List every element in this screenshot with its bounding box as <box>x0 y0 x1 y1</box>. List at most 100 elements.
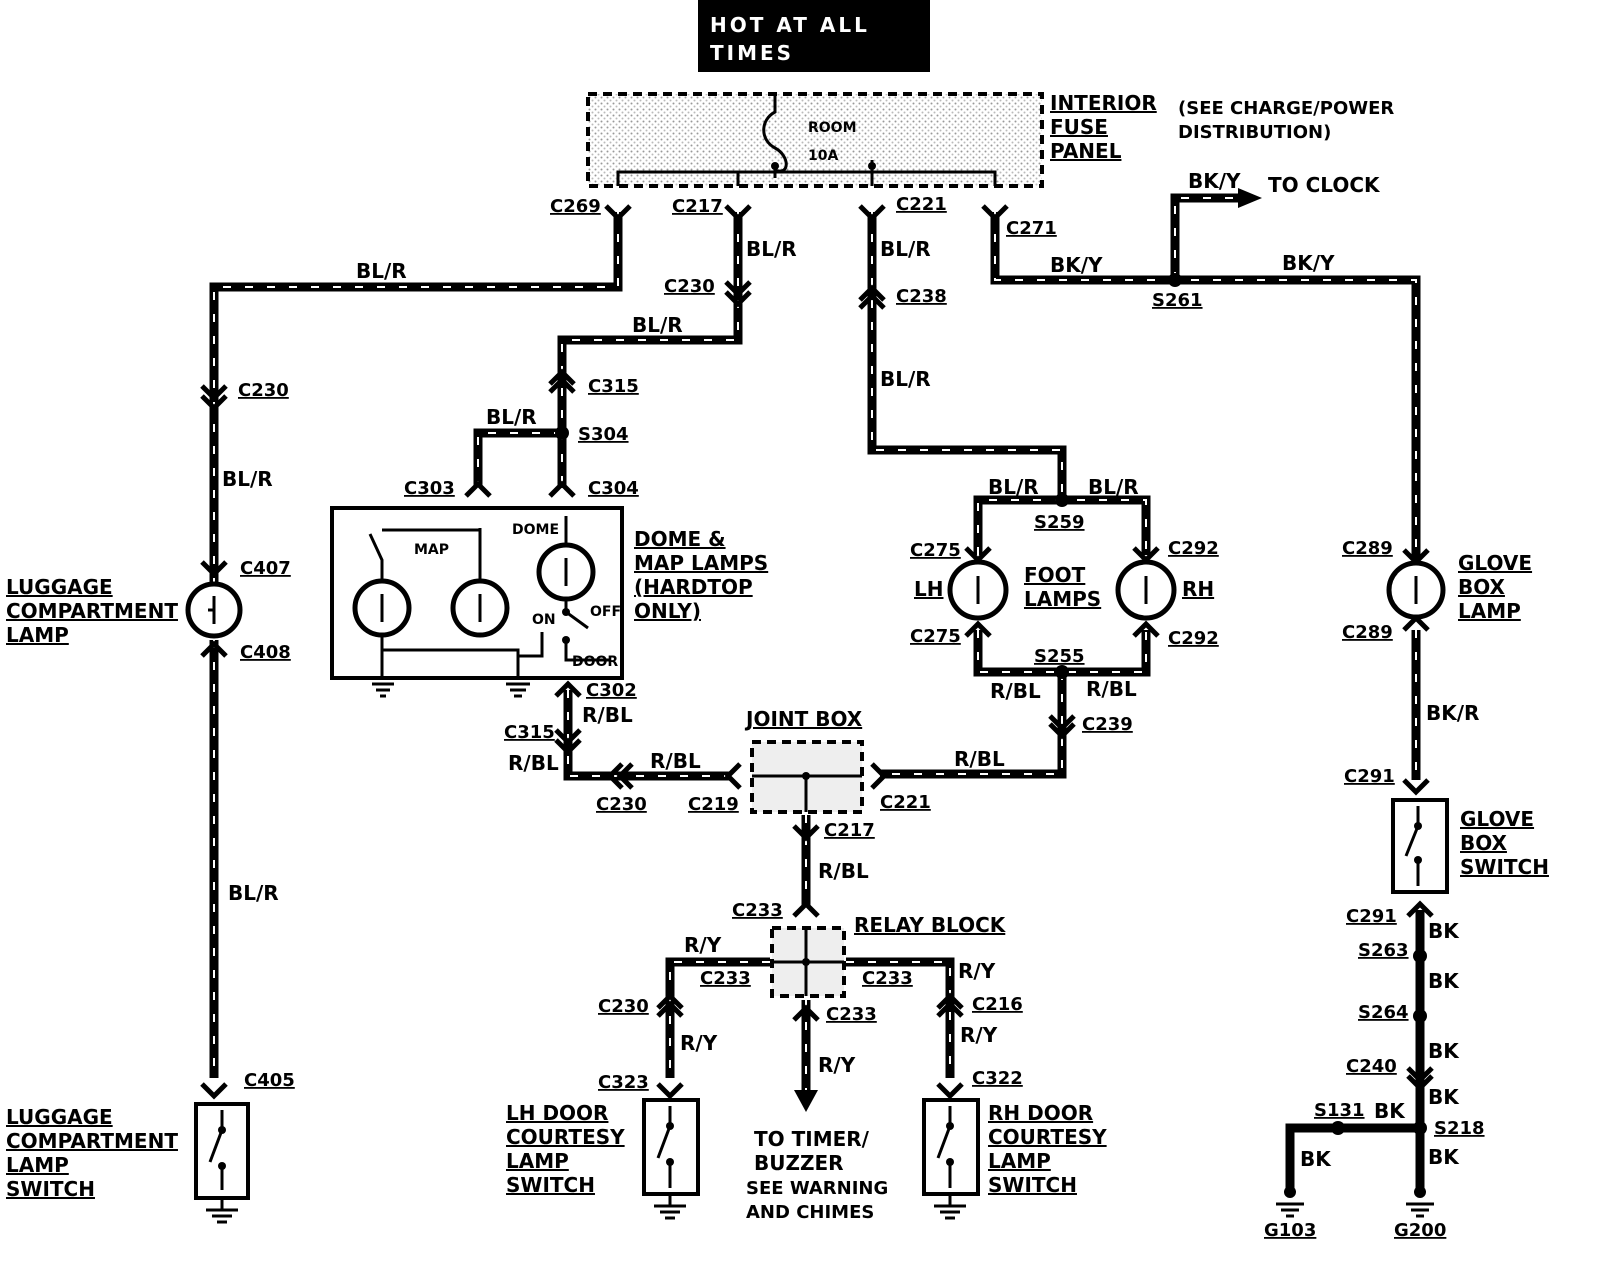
diagram-label: BK <box>1428 1039 1460 1063</box>
diagram-label: S218 <box>1434 1118 1485 1139</box>
diagram-label: BK <box>1428 1145 1460 1169</box>
diagram-label: BK/Y <box>1282 251 1335 275</box>
diagram-label: BL/R <box>632 313 683 337</box>
diagram-label: LUGGAGE <box>6 1105 113 1129</box>
diagram-label: LAMP <box>1458 599 1521 623</box>
timer-buzzer-note: TO TIMER/ BUZZER SEE WARNING AND CHIMES <box>746 1127 888 1223</box>
diagram-label: R/BL <box>1086 677 1137 701</box>
diagram-label: R/BL <box>650 749 701 773</box>
diagram-label: C322 <box>972 1068 1023 1089</box>
ground-symbols <box>1276 1186 1434 1218</box>
diagram-label: C240 <box>1346 1056 1397 1077</box>
diagram-label: LH DOOR <box>506 1101 608 1125</box>
diagram-label: R/BL <box>582 703 633 727</box>
diagram-label: BL/R <box>222 467 273 491</box>
diagram-label: COURTESY <box>988 1125 1107 1149</box>
diagram-label: S259 <box>1034 512 1085 533</box>
diagram-label: C230 <box>596 794 647 815</box>
splice-points <box>555 273 1427 1135</box>
connector-labels: C269 C217 C221 C271 C230 C238 S261 C315 … <box>238 194 1485 1241</box>
diagram-label: S264 <box>1358 1002 1409 1023</box>
diagram-label: S263 <box>1358 940 1409 961</box>
diagram-label: R/BL <box>818 859 869 883</box>
diagram-label: R/Y <box>684 933 722 957</box>
diagram-label: R/BL <box>990 679 1041 703</box>
diagram-label: SWITCH <box>1460 855 1549 879</box>
diagram-label: COURTESY <box>506 1125 625 1149</box>
fuse-panel-title: INTERIOR <box>1050 91 1157 115</box>
diagram-label: C303 <box>404 478 455 499</box>
fuse-name: ROOM <box>808 120 857 136</box>
diagram-label: C291 <box>1346 906 1397 927</box>
diagram-label: MAP <box>414 542 449 558</box>
diagram-label: DOOR <box>572 654 618 670</box>
diagram-label: BK/R <box>1426 701 1479 725</box>
diagram-label: R/Y <box>960 1023 998 1047</box>
diagram-label: C269 <box>550 196 601 217</box>
diagram-label: BL/R <box>746 237 797 261</box>
diagram-label: GLOVE <box>1458 551 1532 575</box>
diagram-label: C219 <box>688 794 739 815</box>
diagram-label: C230 <box>238 380 289 401</box>
diagram-label: C221 <box>880 792 931 813</box>
connector-chevrons <box>200 204 1434 1100</box>
wires <box>209 188 1425 1188</box>
diagram-label: C304 <box>588 478 639 499</box>
diagram-label: ON <box>532 612 556 628</box>
diagram-label: FOOT <box>1024 563 1086 587</box>
diagram-label: C233 <box>862 968 913 989</box>
diagram-label: RH DOOR <box>988 1101 1093 1125</box>
diagram-label: S131 <box>1314 1100 1365 1121</box>
diagram-label: RELAY BLOCK <box>854 913 1007 937</box>
diagram-label: S255 <box>1034 646 1085 667</box>
rh-door-courtesy-lamp-switch: RH DOOR COURTESY LAMP SWITCH <box>922 1098 1107 1220</box>
diagram-label: C275 <box>910 540 961 561</box>
diagram-label: COMPARTMENT <box>6 1129 178 1153</box>
diagram-label: BL/R <box>880 237 931 261</box>
diagram-label: C238 <box>896 286 947 307</box>
diagram-label: DOME & <box>634 527 726 551</box>
diagram-label: LAMPS <box>1024 587 1101 611</box>
lh-door-courtesy-lamp-switch: LH DOOR COURTESY LAMP SWITCH <box>506 1098 700 1220</box>
diagram-label: COMPARTMENT <box>6 599 178 623</box>
diagram-label: C292 <box>1168 628 1219 649</box>
diagram-label: BK <box>1300 1147 1332 1171</box>
diagram-label: FUSE <box>1050 115 1108 139</box>
diagram-label: C289 <box>1342 622 1393 643</box>
diagram-label: C271 <box>1006 218 1057 239</box>
fuse-panel-note: (SEE CHARGE/POWER <box>1178 98 1394 119</box>
glove-box-lamp: GLOVE BOX LAMP <box>1386 551 1532 623</box>
diagram-label: BOX <box>1460 831 1508 855</box>
fuse-rating: 10A <box>808 148 838 164</box>
diagram-label: SWITCH <box>988 1173 1077 1197</box>
diagram-label: LH <box>914 577 943 601</box>
diagram-label: G103 <box>1264 1220 1316 1241</box>
diagram-label: BK <box>1428 1085 1460 1109</box>
diagram-label: BL/R <box>356 259 407 283</box>
diagram-label: ONLY) <box>634 599 701 623</box>
diagram-label: LAMP <box>506 1149 569 1173</box>
diagram-label: C221 <box>896 194 947 215</box>
diagram-label: C291 <box>1344 766 1395 787</box>
diagram-label: SWITCH <box>6 1177 95 1201</box>
diagram-label: BK <box>1374 1099 1406 1123</box>
diagram-label: LAMP <box>988 1149 1051 1173</box>
diagram-label: C239 <box>1082 714 1133 735</box>
diagram-label: RH <box>1182 577 1214 601</box>
diagram-label: AND CHIMES <box>746 1202 874 1223</box>
diagram-label: BK/Y <box>1188 169 1241 193</box>
diagram-label: BK/Y <box>1050 253 1103 277</box>
joint-box: JOINT BOX <box>744 707 864 814</box>
diagram-label: BL/R <box>1088 475 1139 499</box>
diagram-label: BL/R <box>486 405 537 429</box>
diagram-label: SEE WARNING <box>746 1178 888 1199</box>
diagram-label: LAMP <box>6 1153 69 1177</box>
diagram-label: C216 <box>972 994 1023 1015</box>
diagram-label: HOT AT ALL <box>710 13 870 37</box>
glove-box-switch: GLOVE BOX SWITCH <box>1391 798 1549 894</box>
foot-lamps: LH RH FOOT LAMPS <box>914 559 1214 621</box>
diagram-label: C302 <box>586 680 637 701</box>
diagram-label: BL/R <box>228 881 279 905</box>
diagram-label: TIMES <box>710 41 794 65</box>
